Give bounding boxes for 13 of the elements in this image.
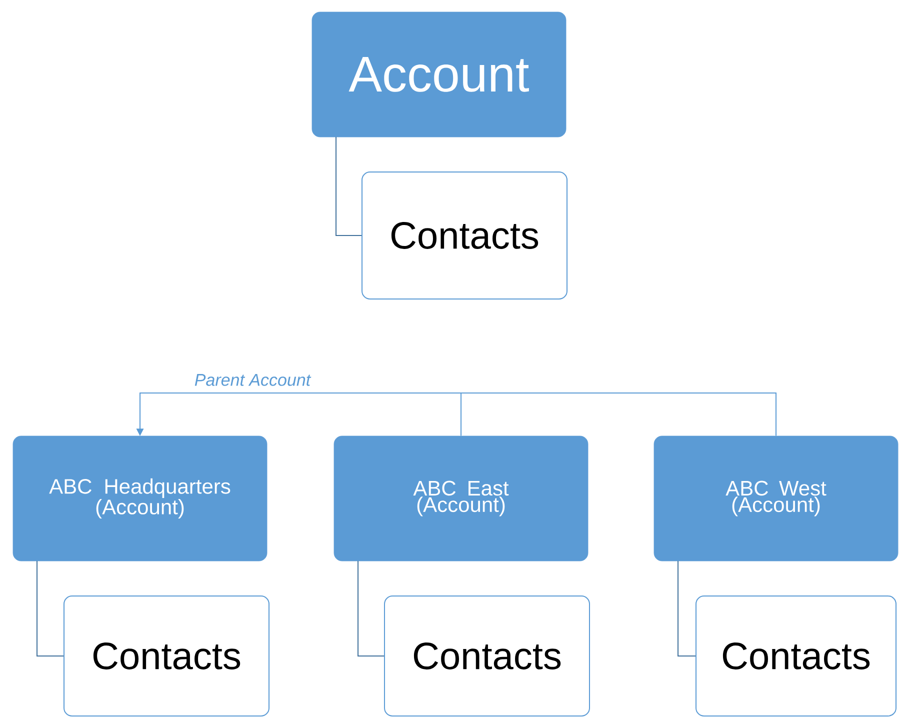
account-box: ABC West (Account): [654, 436, 898, 562]
account-box: ABC East (Account): [334, 436, 588, 562]
account-box: Account: [312, 12, 566, 138]
account-box: ABC Headquarters (Account): [12, 436, 268, 562]
contacts-box: Contacts: [64, 596, 270, 716]
contacts-box: Contacts: [362, 172, 568, 300]
connector-line: [36, 560, 64, 656]
edge-label: Parent Account: [193, 373, 312, 387]
contacts-box: Contacts: [384, 596, 590, 716]
connector-line: [358, 560, 384, 656]
connector-line: [678, 560, 696, 656]
contacts-box: Contacts: [696, 596, 896, 716]
connector-line: [336, 136, 362, 236]
